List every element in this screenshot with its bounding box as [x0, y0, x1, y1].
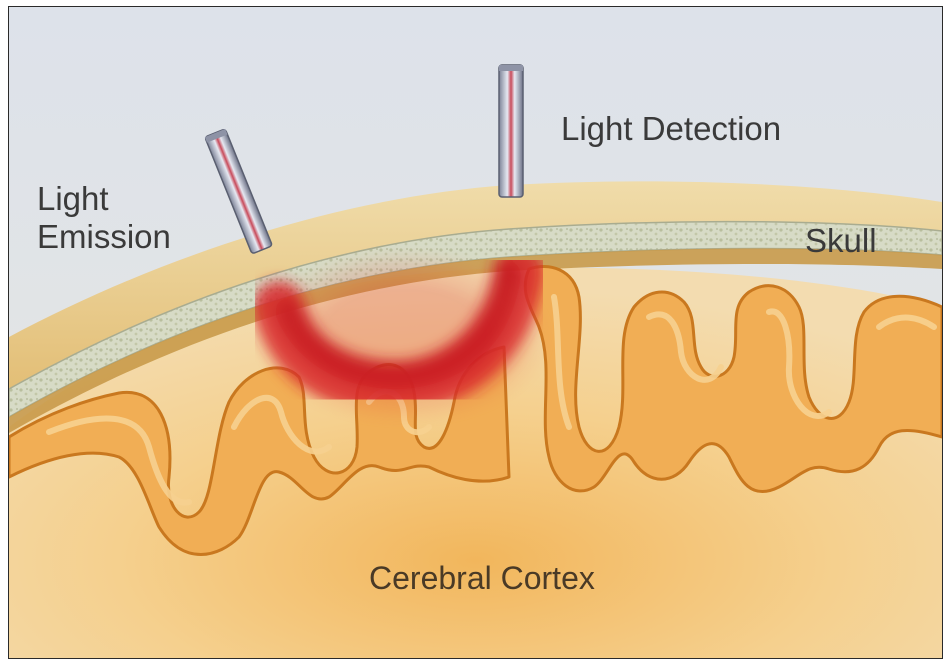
detector-probe: [499, 65, 523, 197]
label-light-emission: Light Emission: [37, 180, 171, 256]
label-skull: Skull: [805, 222, 877, 260]
label-light-detection: Light Detection: [561, 110, 781, 148]
illustration-frame: Light Emission Light Detection Skull Cer…: [8, 6, 943, 659]
light-glow: [254, 247, 554, 427]
label-light-emission-line1: Light: [37, 180, 171, 218]
label-cerebral-cortex: Cerebral Cortex: [369, 559, 595, 597]
label-light-emission-line2: Emission: [37, 218, 171, 256]
